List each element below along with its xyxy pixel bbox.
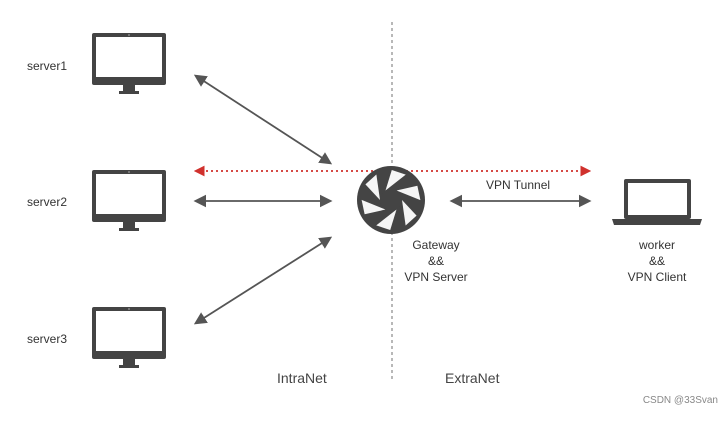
worker-label-line2: && [648, 254, 665, 268]
gateway-label-line2: && [427, 254, 444, 268]
server3-label: server3 [27, 332, 68, 346]
server1-label: server1 [27, 59, 68, 73]
aperture-blade-gap [365, 174, 380, 200]
worker-label: worker && VPN Client [612, 237, 702, 285]
watermark: CSDN @33Svan [642, 395, 718, 406]
vpn-tunnel-label: VPN Tunnel [486, 178, 551, 192]
server1-monitor-icon [92, 33, 166, 94]
laptop-icon [612, 179, 702, 225]
gateway-label-line1: Gateway [412, 238, 460, 252]
aperture-icon [357, 166, 425, 234]
extranet-label: ExtraNet [445, 370, 500, 386]
aperture-blade-gap [361, 199, 386, 215]
aperture-blade-gap [402, 200, 417, 226]
aperture-blade-gap [396, 185, 421, 201]
arrow-server3-gateway [193, 236, 333, 325]
server2-label: server2 [27, 195, 68, 209]
worker-label-line3: VPN Client [627, 270, 687, 284]
gateway-label: Gateway && VPN Server [391, 237, 481, 285]
aperture-blade-gap [385, 170, 406, 191]
gateway-label-line3: VPN Server [404, 270, 468, 284]
intranet-label: IntraNet [277, 370, 327, 386]
arrow-server1-gateway [193, 74, 333, 165]
worker-label-line1: worker [638, 238, 675, 252]
server3-monitor-icon [92, 307, 166, 368]
aperture-blade-gap [376, 209, 397, 230]
server2-monitor-icon [92, 170, 166, 231]
